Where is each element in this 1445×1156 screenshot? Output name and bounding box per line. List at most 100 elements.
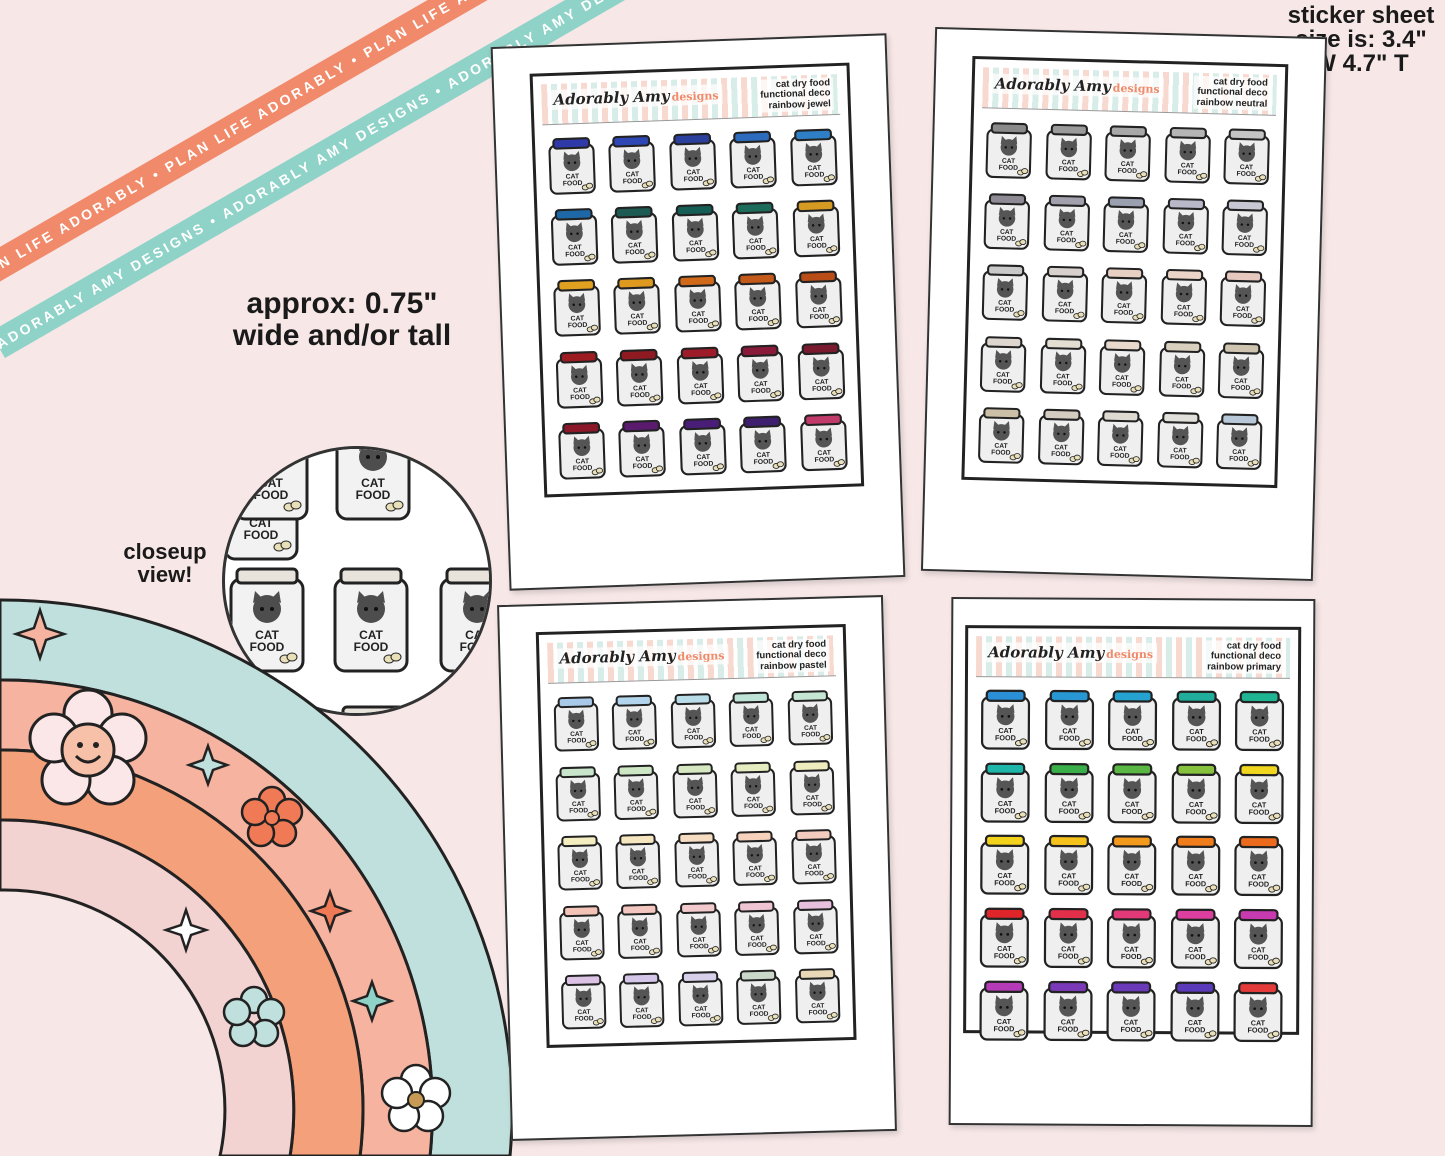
bag-label-text: CAT [689,240,704,247]
bag-label-text: CAT [997,1017,1012,1026]
bag-label-text: CAT [1181,162,1195,169]
smiley-flower-icon [28,688,148,806]
bag-label-text: CAT [1124,945,1139,954]
bag-label-text: FOOD [1174,311,1194,319]
bag-label-text: CAT [694,382,709,389]
bag-label-text: FOOD [626,736,645,743]
bag-label-text: FOOD [1121,879,1142,888]
bag-label-text: CAT [1177,305,1191,312]
bag-label-text: FOOD [809,314,829,322]
bag-label-text: FOOD [746,872,765,879]
bag-label-text: CAT [812,307,827,314]
bag-label-text: FOOD [993,378,1013,386]
bag-label-text: FOOD [693,460,713,468]
bag-label-text: CAT [1125,727,1140,736]
bag-label-text: CAT [1233,449,1247,456]
bag-label-text: FOOD [1186,734,1207,743]
bag-label-text: CAT [1240,164,1254,171]
bag-label-text: CAT [809,236,824,243]
bag-label-text: CAT [1125,872,1140,881]
bag-label-text: CAT [996,371,1010,378]
bag-label-text: CAT [1252,800,1267,809]
bag-label-text: CAT [998,799,1013,808]
bag-label-text: FOOD [1177,169,1197,177]
bag-label-text: FOOD [683,176,703,184]
bag-label-text: FOOD [1053,379,1073,387]
bag-label-text: FOOD [684,734,703,741]
bag-label-text: FOOD [1235,242,1255,250]
bag-label-text: CAT [572,800,585,807]
bag-label-text: CAT [1189,727,1204,736]
bag-label-text: CAT [1121,161,1135,168]
bag-label-text: CAT [749,865,762,872]
bag-label-text: CAT [1115,374,1129,381]
bag-label-text: CAT [747,167,762,174]
bag-label-text: CAT [1000,229,1014,236]
bag-label-text: FOOD [571,876,590,883]
bag-label-text: CAT [997,944,1012,953]
bag-label-text: CAT [745,726,758,733]
bag-label-text: FOOD [1237,171,1257,179]
bag-label-text: FOOD [1057,1024,1078,1033]
bag-label-text: CAT [691,311,706,318]
bag-label-text: CAT [1058,302,1072,309]
bag-label-text: CAT [749,238,764,245]
bag-label-text: FOOD [1231,384,1251,392]
bag-label-text: FOOD [1185,880,1206,889]
bag-label-text: FOOD [744,802,763,809]
bag-label-text: FOOD [746,245,766,253]
bag-label-text: CAT [1061,159,1075,166]
bag-label-text: FOOD [690,943,709,950]
bag-label-text: FOOD [686,247,706,255]
bag-label-text: CAT [751,935,764,942]
bag-label-text: FOOD [688,873,707,880]
bag-label-text: FOOD [803,801,822,808]
bag-label-text: CAT [757,452,772,459]
bag-label-text: FOOD [563,180,583,188]
bag-label-text: CAT [690,867,703,874]
sheet-title: cat dry food functional deco rainbow pas… [752,638,830,674]
